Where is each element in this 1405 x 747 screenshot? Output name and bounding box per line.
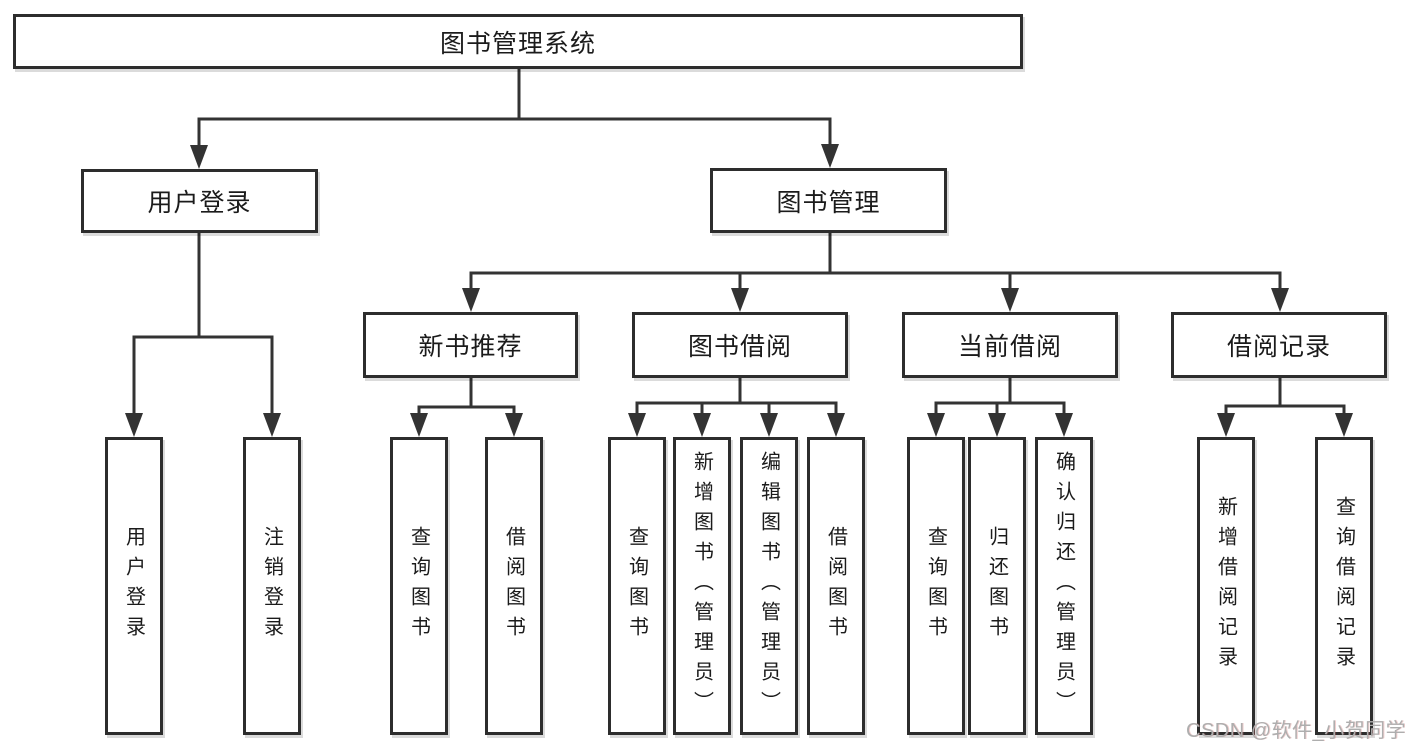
node-label: 借阅记录 [1226, 333, 1331, 361]
leaf-label: 借阅图书 [824, 526, 847, 646]
leaf-return-book: 归还图书 [968, 437, 1026, 735]
node-new-book-recommendation: 新书推荐 [363, 312, 578, 378]
connector-lines [132, 69, 1346, 417]
node-label: 当前借阅 [957, 333, 1062, 361]
leaf-user-login: 用户登录 [105, 437, 163, 735]
leaf-label: 借阅图书 [502, 526, 525, 646]
leaf-label: 查询借阅记录 [1332, 496, 1355, 676]
node-library-management-system: 图书管理系统 [13, 14, 1023, 69]
leaf-label: 用户登录 [122, 526, 145, 646]
node-label: 图书管理 [776, 188, 881, 217]
leaf-query-books-borrowing: 查询图书 [608, 437, 666, 735]
leaf-label: 新增图书（管理员） [690, 451, 713, 721]
node-book-management: 图书管理 [710, 168, 947, 233]
leaf-add-book-admin: 新增图书（管理员） [673, 437, 731, 735]
node-book-borrowing: 图书借阅 [632, 312, 848, 378]
leaf-label: 新增借阅记录 [1214, 496, 1237, 676]
node-borrowing-records: 借阅记录 [1171, 312, 1387, 378]
node-user-login: 用户登录 [81, 169, 318, 233]
leaf-borrow-books: 借阅图书 [807, 437, 865, 735]
leaf-label: 归还图书 [985, 526, 1008, 646]
leaf-label: 查询图书 [625, 526, 648, 646]
node-label: 用户登录 [147, 189, 252, 217]
leaf-add-borrow-record: 新增借阅记录 [1197, 437, 1255, 735]
node-label: 新书推荐 [418, 333, 523, 361]
node-label: 图书借阅 [687, 333, 792, 361]
leaf-confirm-return-admin: 确认归还（管理员） [1035, 437, 1093, 735]
leaf-edit-book-admin: 编辑图书（管理员） [740, 437, 798, 735]
leaf-label: 查询图书 [924, 526, 947, 646]
node-current-borrowing: 当前借阅 [902, 312, 1118, 378]
leaf-label: 确认归还（管理员） [1052, 451, 1075, 721]
leaf-logout: 注销登录 [243, 437, 301, 735]
arrowhead-icons [125, 144, 1353, 437]
leaf-label: 编辑图书（管理员） [757, 451, 780, 721]
leaf-label: 注销登录 [260, 526, 283, 646]
leaf-label: 查询图书 [407, 526, 430, 646]
leaf-query-books-recommendation: 查询图书 [390, 437, 448, 735]
csdn-watermark: CSDN @软件_小贺同学 [1186, 720, 1405, 742]
node-label: 图书管理系统 [439, 29, 596, 58]
leaf-borrow-books-recommendation: 借阅图书 [485, 437, 543, 735]
leaf-query-borrow-record: 查询借阅记录 [1315, 437, 1373, 735]
leaf-query-books-current: 查询图书 [907, 437, 965, 735]
